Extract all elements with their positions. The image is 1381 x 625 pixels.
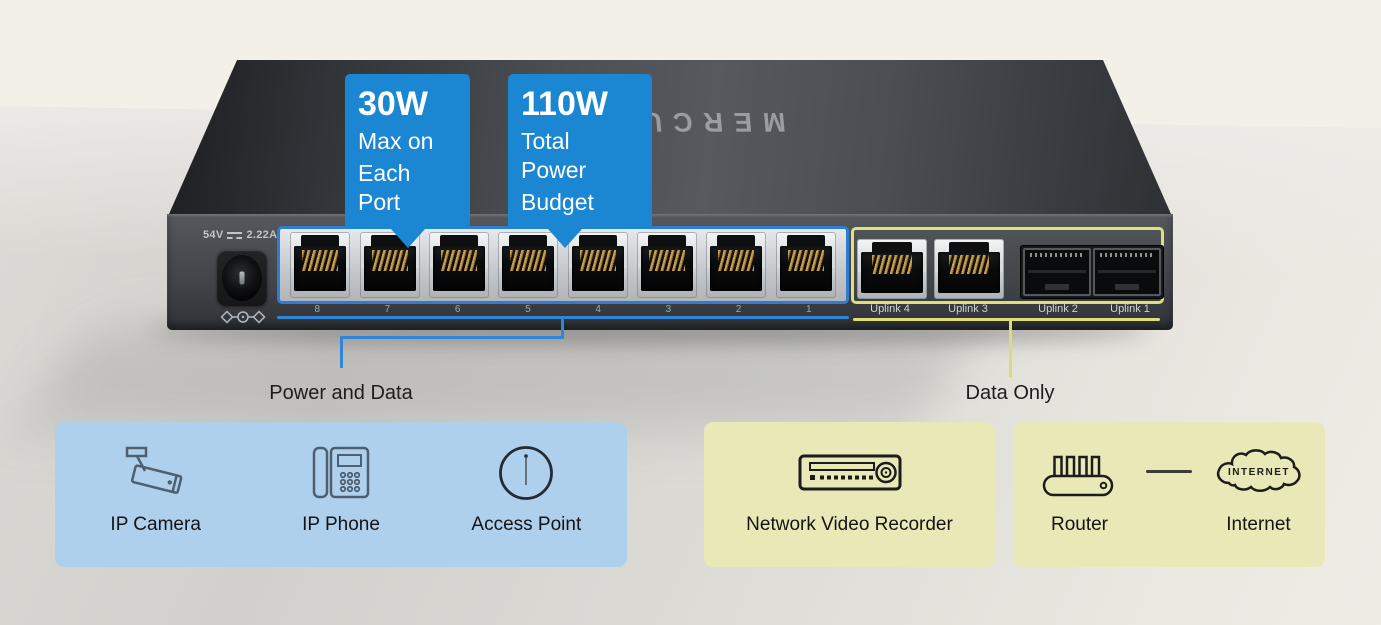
uplink-ports-outline [851,227,1164,304]
nvr-card: Network Video Recorder [704,422,995,567]
uplink-port-label: Uplink 3 [948,303,988,315]
dc-current-icon [227,231,243,240]
router-icon [1041,435,1119,511]
current-text: 2.22A [246,229,278,241]
uplink-port-label: Uplink 1 [1110,303,1150,315]
port-number: 5 [525,304,531,315]
poe-device-item: Access Point [434,435,619,567]
voltage-text: 54V [203,229,224,241]
callout-max-per-port: 30W Max on Each Port [345,74,470,248]
ip-camera-icon [120,435,192,511]
rj45-port-3 [636,232,697,298]
polarity-icon [220,310,266,324]
callout-desc-line: Each Port [358,160,411,215]
access-point-icon [497,435,555,511]
device-label: Internet [1226,514,1291,535]
device-label: IP Camera [110,514,201,535]
rj45-port-1 [775,232,836,298]
poe-device-item: IP Camera [63,435,248,567]
sfp-slot-uplink-2 [1023,248,1091,296]
port-number: 4 [595,304,601,315]
rj45-port-7 [359,232,420,298]
poe-switch: MERCUSYS 54V 2.22A [167,60,1173,330]
callout-arrow-down [548,229,582,248]
sfp-slot-uplink-1 [1093,248,1161,296]
poe-devices-card: IP Camera IP Phone [55,422,627,567]
poe-bracket-line [561,318,564,339]
cloud-text: INTERNET [1228,467,1290,478]
nvr-icon [798,435,902,511]
port-number: 6 [454,304,461,315]
switch-front-face: 54V 2.22A [167,214,1173,330]
uplink-group-label: Data Only [965,382,1055,404]
callout-arrow-down [391,229,425,248]
callout-desc-line: Total Power [521,128,587,183]
power-rating-label: 54V 2.22A [203,229,277,241]
device-label: Network Video Recorder [746,514,953,535]
internet-cloud-icon: INTERNET [1212,435,1306,511]
uplink-group-underline [853,318,1160,321]
port-number: 3 [665,304,672,315]
rj45-uplink-4 [857,239,927,299]
router-item: Router [1013,435,1146,567]
poe-bracket-line [340,336,343,368]
port-number: 7 [384,304,391,315]
poe-bracket-line [340,336,564,339]
rj45-uplink-3 [934,239,1004,299]
rj45-port-8 [290,232,351,298]
device-label: Router [1050,514,1109,535]
rj45-port-6 [428,232,489,298]
device-label: IP Phone [302,514,380,535]
uplink-port-label: Uplink 2 [1038,303,1078,315]
callout-desc-line: Budget [521,189,594,215]
poe-port-numbers: 8 7 6 5 4 3 2 1 [277,304,849,315]
internet-item: INTERNET Internet [1192,435,1325,567]
callout-total-budget: 110W Total Power Budget [508,74,652,248]
router-internet-card: Router INTERNET Internet [1013,422,1325,567]
poe-group-underline [277,316,849,319]
connection-line [1146,470,1192,473]
poe-group-label: Power and Data [269,382,413,404]
port-number: 1 [805,304,812,315]
switch-top-face: MERCUSYS [169,60,1171,214]
callout-value: 110W [521,85,608,123]
uplink-port-label: Uplink 4 [870,303,910,315]
sfp-cage [1020,245,1164,299]
rj45-port-2 [706,232,767,298]
dc-power-jack [217,250,267,306]
ip-phone-icon [310,435,372,511]
poe-ports-row [281,230,845,300]
port-number: 8 [314,304,320,315]
callout-value: 30W [358,85,428,123]
poe-device-item: IP Phone [248,435,433,567]
uplink-bracket-line [1009,320,1012,377]
port-number: 2 [735,304,742,315]
device-label: Access Point [471,514,582,535]
jack-pin [239,271,245,285]
callout-desc-line: Max on [358,128,434,154]
